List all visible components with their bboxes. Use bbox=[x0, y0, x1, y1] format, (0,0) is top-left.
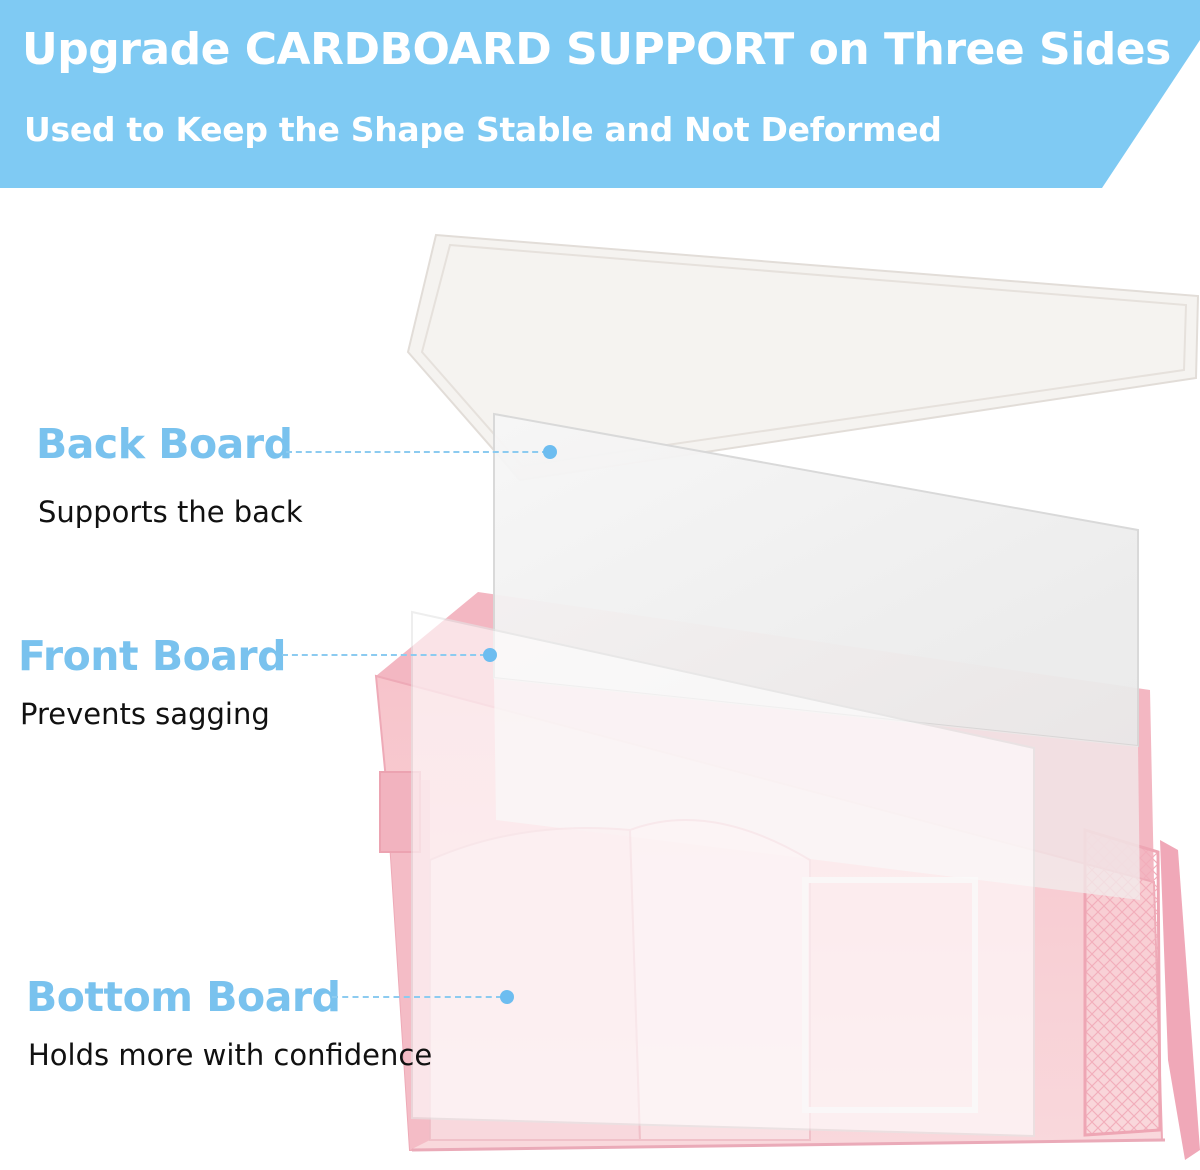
banner-shape bbox=[0, 0, 1200, 188]
bottom-board-marker bbox=[500, 990, 514, 1004]
front-board-label: Front Board bbox=[18, 632, 287, 680]
back-board-description: Supports the back bbox=[38, 495, 303, 529]
banner-subtitle: Used to Keep the Shape Stable and Not De… bbox=[24, 110, 942, 149]
back-board-marker bbox=[543, 445, 557, 459]
bottom-board-leader-line bbox=[332, 996, 502, 998]
header-banner: Upgrade CARDBOARD SUPPORT on Three Sides… bbox=[0, 0, 1200, 188]
front-board-panel bbox=[411, 610, 1035, 1138]
front-board-leader-line bbox=[282, 654, 486, 656]
front-board-marker bbox=[483, 648, 497, 662]
organizer-base-edge bbox=[411, 1138, 1166, 1152]
bottom-board-label: Bottom Board bbox=[26, 973, 341, 1021]
front-board-description: Prevents sagging bbox=[20, 697, 270, 731]
bottom-board-panel bbox=[406, 233, 1200, 482]
back-board-leader-line bbox=[286, 451, 548, 453]
banner-title: Upgrade CARDBOARD SUPPORT on Three Sides bbox=[22, 24, 1171, 75]
back-board-label: Back Board bbox=[36, 420, 293, 468]
bottom-board-description: Holds more with confidence bbox=[28, 1038, 433, 1072]
